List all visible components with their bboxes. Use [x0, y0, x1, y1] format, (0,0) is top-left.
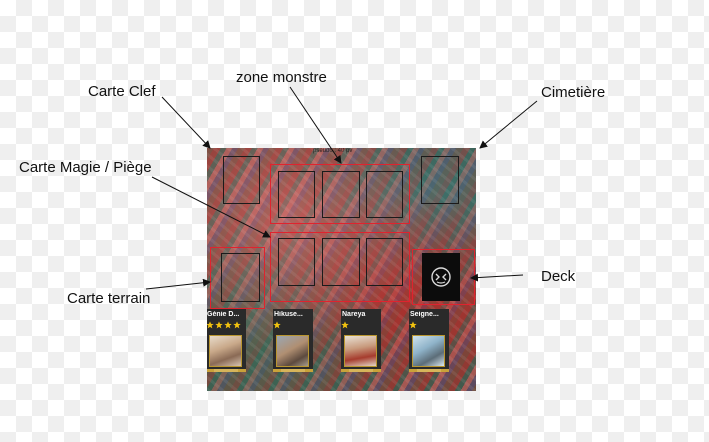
hand-card[interactable]: Génie D... [207, 309, 246, 372]
monster-zone-outline [270, 164, 410, 224]
graveyard-slot[interactable] [421, 156, 459, 204]
monster-slot-3[interactable] [366, 171, 403, 218]
spell-trap-slot-1[interactable] [278, 238, 315, 286]
card-pedestal [349, 369, 373, 372]
star-icon [215, 321, 223, 329]
hand-card-name: Génie D... [207, 311, 240, 318]
star-icon [224, 321, 232, 329]
level-stars [409, 321, 418, 330]
arrow-cimetiere [479, 100, 538, 149]
hand-card-name: Hikuse... [274, 311, 303, 318]
key-card-slot[interactable] [223, 156, 260, 204]
star-icon [233, 321, 241, 329]
level-stars [207, 321, 242, 330]
spell-trap-zone-outline [270, 232, 410, 302]
monster-slot-1[interactable] [278, 171, 315, 218]
deck-emblem-icon [431, 267, 451, 287]
star-icon [207, 321, 214, 329]
field-card-slot[interactable] [221, 253, 260, 302]
card-artwork [344, 335, 377, 367]
label-deck: Deck [541, 268, 576, 285]
level-stars [341, 321, 350, 330]
opponent-info: pseudo : 40 pv [313, 148, 353, 154]
hand-card-name: Seigne... [410, 311, 439, 318]
deck-pile[interactable] [422, 253, 460, 301]
spell-trap-slot-3[interactable] [366, 238, 403, 286]
card-pedestal [281, 369, 305, 372]
card-artwork [209, 335, 242, 367]
card-pedestal [417, 369, 441, 372]
star-icon [409, 321, 417, 329]
label-carte-clef: Carte Clef [88, 83, 156, 100]
arrow-carte-terrain [145, 278, 211, 290]
spell-trap-slot-2[interactable] [322, 238, 360, 286]
hand-card[interactable]: Nareya [341, 309, 381, 372]
star-icon [341, 321, 349, 329]
card-artwork [412, 335, 445, 367]
hand-card-name: Nareya [342, 311, 366, 318]
star-icon [273, 321, 281, 329]
label-zone-monstre: zone monstre [236, 69, 327, 86]
label-carte-terrain: Carte terrain [67, 290, 151, 307]
label-cimetiere: Cimetière [541, 84, 606, 101]
game-board: pseudo : 40 pv Génie D... Hikuse... [207, 148, 476, 391]
arrow-deck [470, 273, 524, 282]
card-artwork [276, 335, 309, 367]
field-card-zone-outline [210, 247, 265, 309]
label-carte-magie-piege: Carte Magie / Piège [19, 159, 152, 176]
card-pedestal [214, 369, 238, 372]
level-stars [273, 321, 282, 330]
hand-card[interactable]: Hikuse... [273, 309, 313, 372]
monster-slot-2[interactable] [322, 171, 360, 218]
arrow-carte-clef [161, 96, 211, 149]
hand-card[interactable]: Seigne... [409, 309, 449, 372]
